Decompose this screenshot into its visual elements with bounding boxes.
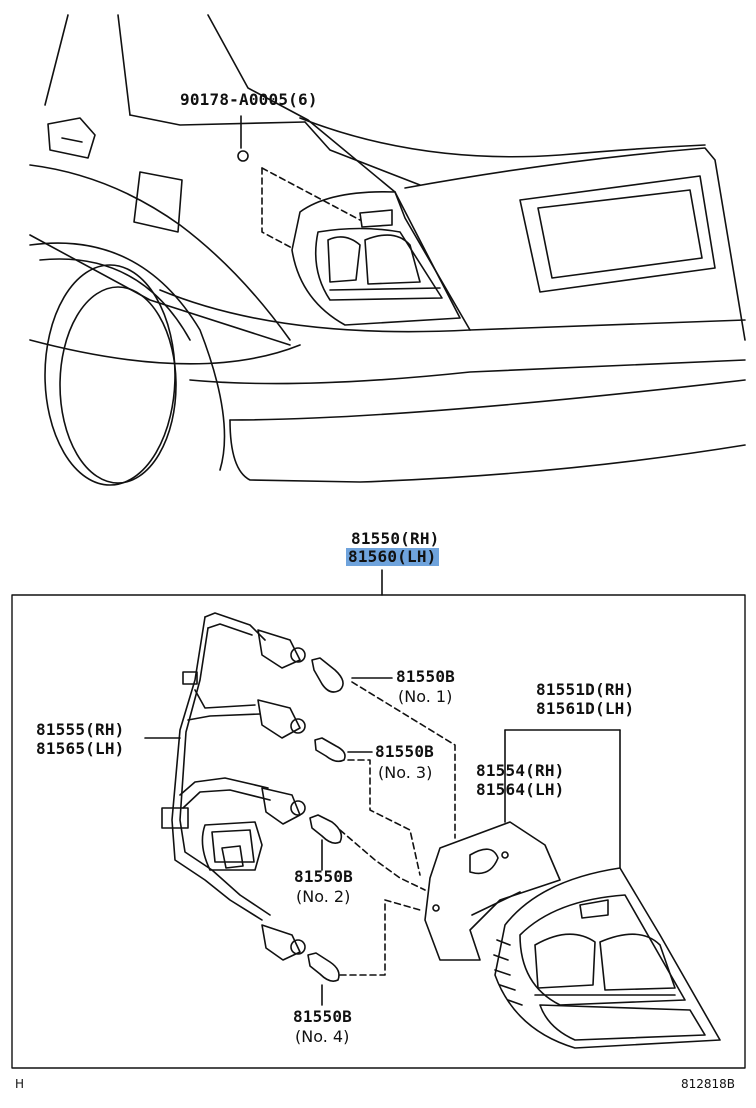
assembly-rh-callout[interactable]: 81550(RH) bbox=[351, 529, 440, 548]
bulb3-number: (No. 3) bbox=[378, 763, 433, 782]
gasket-rh-callout[interactable]: 81554(RH) bbox=[476, 761, 565, 780]
bulb1-part-callout[interactable]: 81550B bbox=[396, 667, 455, 686]
lens-rh-callout[interactable]: 81551D(RH) bbox=[536, 680, 635, 699]
bulb4-number: (No. 4) bbox=[295, 1027, 350, 1046]
bolt-callout[interactable]: 90178-A0005(6) bbox=[180, 90, 318, 109]
vehicle-rear-illustration bbox=[29, 14, 746, 486]
harness-rh-callout[interactable]: 81555(RH) bbox=[36, 720, 125, 739]
wire-harness-illustration bbox=[161, 612, 306, 961]
lens-lh-callout[interactable]: 81561D(LH) bbox=[536, 699, 635, 718]
harness-lh-callout[interactable]: 81565(LH) bbox=[36, 739, 125, 758]
lamp-assembly-illustration bbox=[424, 729, 721, 1049]
bulb1-number: (No. 1) bbox=[398, 687, 453, 706]
bulb3-part-callout[interactable]: 81550B bbox=[375, 742, 434, 761]
bulb2-number: (No. 2) bbox=[296, 887, 351, 906]
footer-left-code: H bbox=[15, 1077, 25, 1091]
footer-figure-number: 812818B bbox=[681, 1077, 736, 1091]
detail-frame bbox=[11, 594, 746, 1069]
bulbs-illustration bbox=[307, 657, 456, 982]
gasket-lh-callout[interactable]: 81564(LH) bbox=[476, 780, 565, 799]
bulb2-part-callout[interactable]: 81550B bbox=[294, 867, 353, 886]
assembly-lh-callout-highlighted[interactable]: 81560(LH) bbox=[346, 547, 439, 566]
bulb4-part-callout[interactable]: 81550B bbox=[293, 1007, 352, 1026]
